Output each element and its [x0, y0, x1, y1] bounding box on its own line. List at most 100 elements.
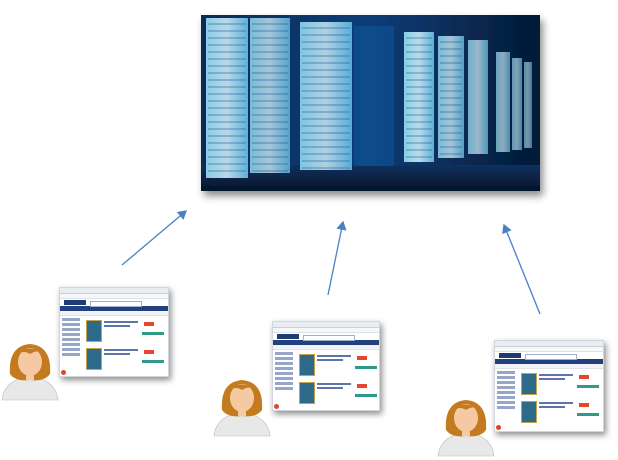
site-search-box: [525, 353, 577, 360]
browser-screenshot: [59, 287, 169, 377]
add-to-cart-button: [142, 332, 164, 335]
site-nav-bar: [495, 359, 603, 364]
woman-avatar-icon: [437, 400, 495, 457]
product-price: [144, 322, 154, 326]
browser-urlbar: [273, 328, 379, 333]
sidebar-line: [62, 333, 80, 336]
product-price: [144, 350, 154, 354]
sidebar-line: [497, 381, 515, 384]
browser-urlbar: [60, 294, 168, 299]
site-nav-bar: [273, 340, 379, 345]
product-text-line: [539, 378, 565, 380]
rack-left-bank: [206, 18, 394, 178]
avatar-fringe: [18, 348, 42, 354]
avatar-neck: [26, 374, 34, 380]
product-text-line: [317, 355, 351, 357]
sidebar-line: [275, 357, 293, 360]
product-text-line: [539, 402, 573, 404]
sidebar-line: [275, 377, 293, 380]
product-text-line: [539, 374, 573, 376]
product-image: [86, 320, 102, 342]
sidebar-line: [497, 371, 515, 374]
add-to-cart-button: [355, 366, 377, 369]
site-header: [495, 352, 603, 360]
product-text-line: [104, 321, 138, 323]
site-search-box: [303, 334, 355, 341]
product-text-line: [104, 353, 130, 355]
browser-titlebar: [495, 341, 603, 347]
sidebar-line: [62, 348, 80, 351]
site-badge-icon: [274, 404, 279, 409]
arrow-client-left-to-server: [121, 210, 187, 266]
add-to-cart-button: [577, 385, 599, 388]
add-to-cart-button: [577, 413, 599, 416]
arrow-client-right-to-server: [502, 223, 541, 315]
sidebar-line: [275, 382, 293, 385]
avatar-neck: [238, 410, 246, 416]
arrow-client-middle-to-server: [327, 220, 347, 296]
product-text-line: [104, 325, 130, 327]
sidebar-line: [497, 391, 515, 394]
browser-titlebar: [60, 288, 168, 294]
avatar-face: [454, 404, 478, 432]
woman-avatar-icon: [213, 380, 271, 437]
sidebar-line: [275, 352, 293, 355]
product-image: [299, 382, 315, 404]
sidebar-line: [275, 372, 293, 375]
avatar-fringe: [230, 384, 254, 390]
sidebar-line: [497, 376, 515, 379]
avatar-fringe: [454, 404, 478, 410]
product-text-line: [317, 383, 351, 385]
site-sidebar: [62, 318, 80, 358]
site-badge-icon: [496, 425, 501, 430]
woman-avatar-icon: [1, 344, 59, 401]
site-logo-icon: [499, 353, 521, 358]
site-sub-nav: [273, 345, 379, 350]
product-price: [357, 356, 367, 360]
sidebar-line: [497, 386, 515, 389]
product-text-line: [317, 387, 343, 389]
site-sidebar: [275, 352, 293, 392]
sidebar-line: [62, 323, 80, 326]
site-badge-icon: [61, 370, 66, 375]
sidebar-line: [497, 396, 515, 399]
product-price: [357, 384, 367, 388]
sidebar-line: [275, 387, 293, 390]
site-nav-bar: [60, 306, 168, 311]
add-to-cart-button: [355, 394, 377, 397]
site-header: [273, 333, 379, 341]
site-sub-nav: [495, 364, 603, 369]
product-price: [579, 375, 589, 379]
sidebar-line: [497, 401, 515, 404]
browser-titlebar: [273, 322, 379, 328]
site-logo-icon: [64, 300, 86, 305]
add-to-cart-button: [142, 360, 164, 363]
product-price: [579, 403, 589, 407]
avatar-neck: [462, 430, 470, 436]
sidebar-line: [62, 353, 80, 356]
site-sub-nav: [60, 311, 168, 316]
product-image: [521, 401, 537, 423]
product-text-line: [539, 406, 565, 408]
browser-screenshot: [494, 340, 604, 432]
product-image: [86, 348, 102, 370]
product-image: [521, 373, 537, 395]
browser-screenshot: [272, 321, 380, 411]
sidebar-line: [62, 318, 80, 321]
site-search-box: [90, 300, 142, 307]
product-text-line: [317, 359, 343, 361]
product-text-line: [104, 349, 138, 351]
sidebar-line: [62, 343, 80, 346]
sidebar-line: [62, 328, 80, 331]
server-slot-lines: [208, 23, 462, 172]
site-logo-icon: [277, 334, 299, 339]
browser-urlbar: [495, 347, 603, 352]
site-header: [60, 299, 168, 307]
sidebar-line: [62, 338, 80, 341]
sidebar-line: [497, 406, 515, 409]
product-image: [299, 354, 315, 376]
avatar-face: [230, 384, 254, 412]
sidebar-line: [275, 367, 293, 370]
site-sidebar: [497, 371, 515, 411]
